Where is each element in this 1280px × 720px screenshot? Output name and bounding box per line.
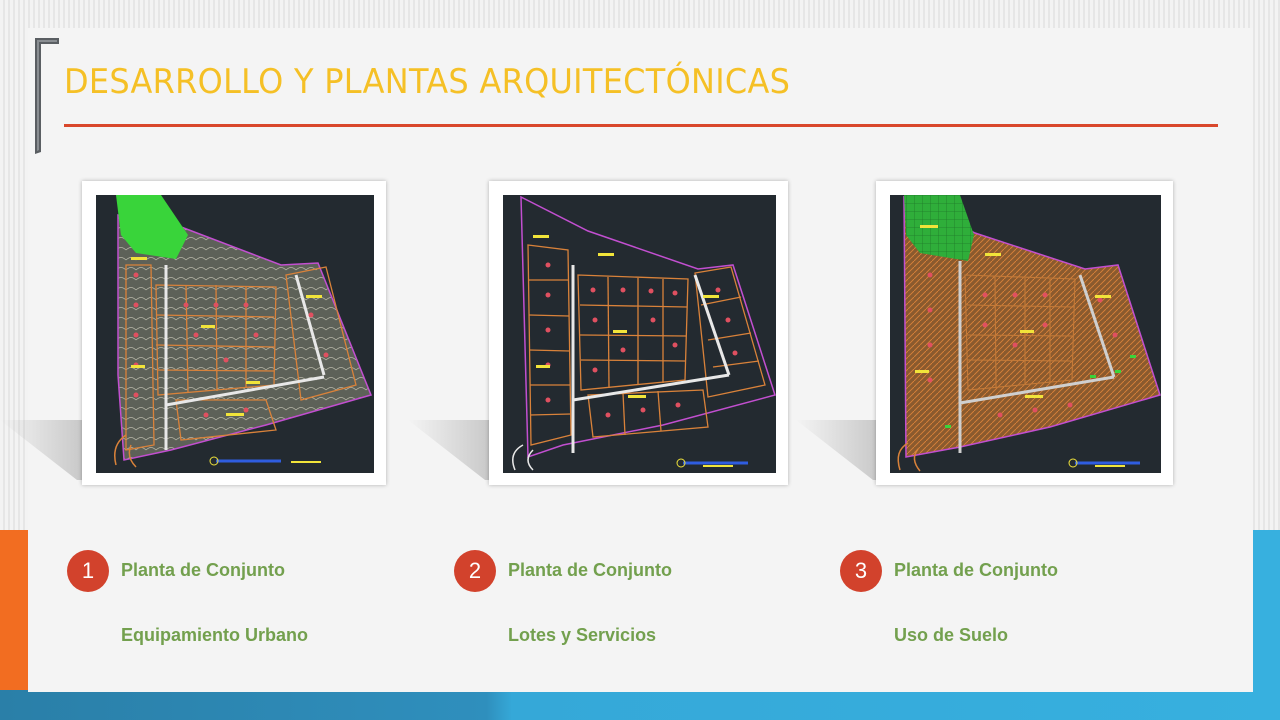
item-subtitle-1: Equipamiento Urbano xyxy=(121,625,309,645)
site-plan-land-use-icon xyxy=(890,195,1161,473)
site-plan-image-3 xyxy=(876,181,1173,485)
item-subtitle-2: Lotes y Servicios xyxy=(508,625,657,645)
item-title-3: Planta de Conjunto xyxy=(894,560,1058,580)
item-number-badge-3: 3 xyxy=(840,550,882,592)
site-plan-image-2 xyxy=(489,181,788,485)
item-number-badge-2: 2 xyxy=(454,550,496,592)
page-title: DESARROLLO Y PLANTAS ARQUITECTÓNICAS xyxy=(64,62,791,102)
item-number-badge-1: 1 xyxy=(67,550,109,592)
item-title-2: Planta de Conjunto xyxy=(508,560,672,580)
title-bracket-icon xyxy=(35,38,59,154)
site-plan-lots-services-icon xyxy=(503,195,776,473)
title-divider xyxy=(64,124,1218,127)
site-plan-urban-equipment-icon xyxy=(96,195,374,473)
item-title-1: Planta de Conjunto xyxy=(121,560,285,580)
bottom-accent-band xyxy=(0,690,1280,720)
site-plan-image-1 xyxy=(82,181,386,485)
item-subtitle-3: Uso de Suelo xyxy=(894,625,1009,645)
